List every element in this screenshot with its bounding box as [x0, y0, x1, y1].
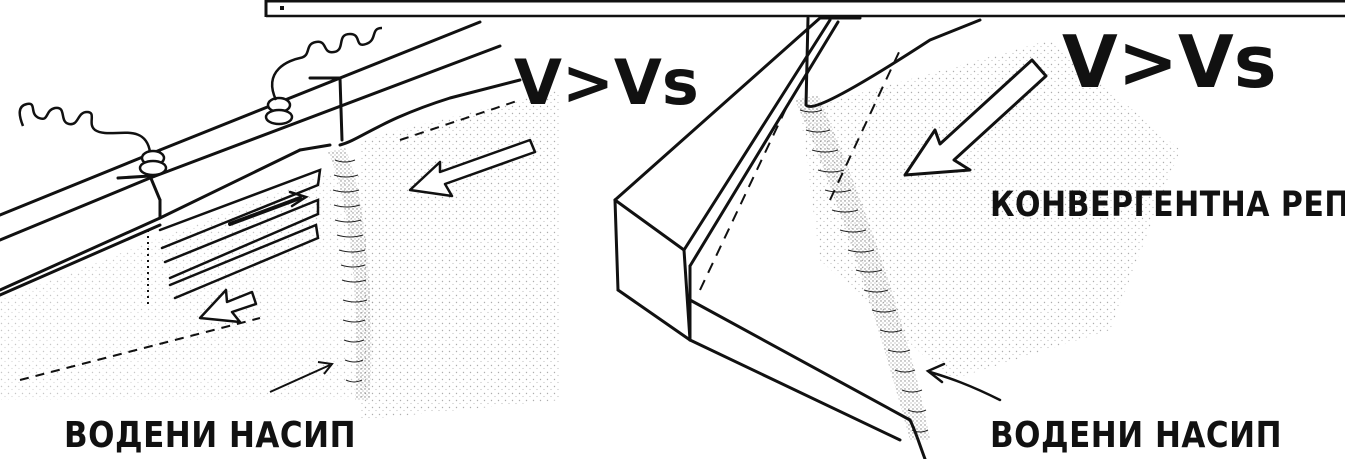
- bumper-left: [140, 151, 166, 175]
- spring-coil-right: [272, 28, 382, 100]
- spring-coil-left: [20, 104, 150, 152]
- top-frame-strip: [266, 0, 1345, 17]
- left-shoulder-stipple: [0, 172, 380, 400]
- left-velocity-condition: V>Vs: [514, 46, 699, 119]
- right-velocity-condition: V>Vs: [1062, 20, 1277, 104]
- left-water-embankment-label: ВОДЕНИ НАСИП: [64, 415, 356, 456]
- left-panel-illustration: [0, 22, 560, 420]
- right-water-embankment-label: ВОДЕНИ НАСИП: [990, 415, 1282, 456]
- bumper-right: [266, 98, 292, 124]
- convergent-tail-label: КОНВЕРГЕНТНА РЕПИЈА: [990, 185, 1345, 225]
